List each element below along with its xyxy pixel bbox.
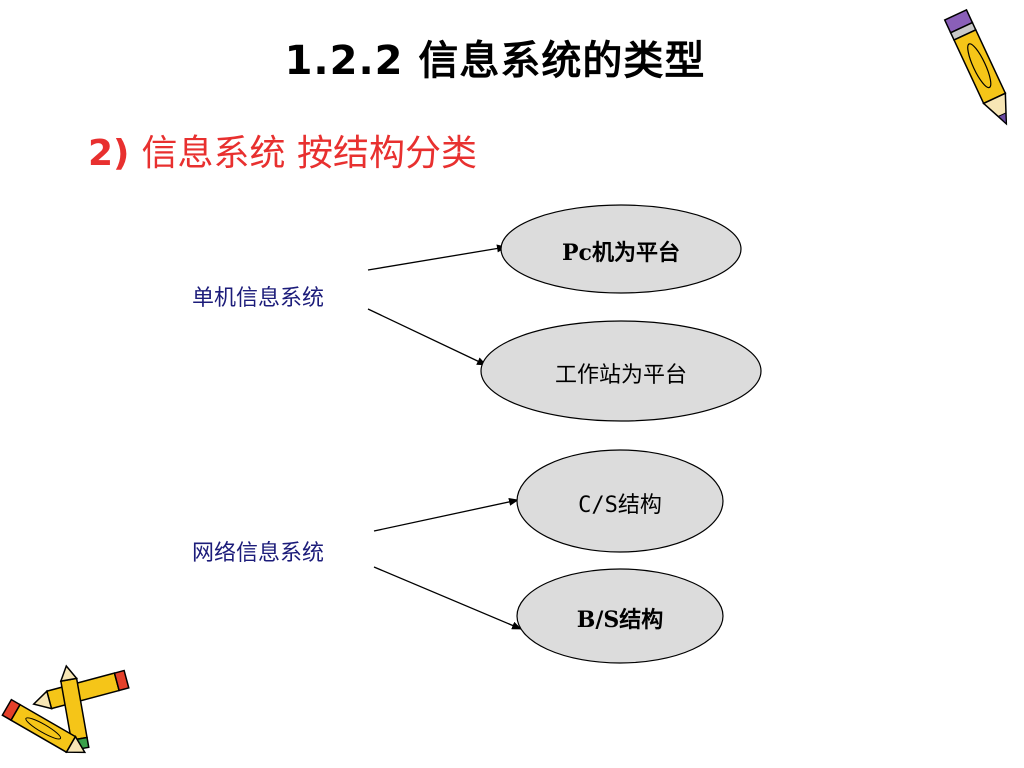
page-title: 1.2.2 信息系统的类型 (284, 38, 706, 84)
group-label-standalone: 单机信息系统 (192, 286, 325, 311)
section-number: 2) (88, 133, 130, 174)
connector-arrow (373, 566, 522, 630)
pencils-icon (1, 664, 130, 754)
section-text: 信息系统 按结构分类 (141, 133, 477, 174)
node-ellipse (480, 320, 762, 422)
connector-arrow (373, 497, 519, 532)
group-label-network: 网络信息系统 (192, 541, 325, 566)
node-ellipse (500, 204, 742, 294)
node-ellipse (516, 568, 724, 664)
connector-arrow (367, 244, 507, 271)
node-label-pc-platform: Pc机为平台 (562, 240, 680, 266)
node-label-workstation-platform: 工作站为平台 (554, 363, 687, 388)
connector-arrow (367, 308, 487, 366)
node-label-bs-structure: B/S结构 (576, 607, 664, 633)
node-ellipse (516, 449, 724, 553)
section-heading: 2) 信息系统 按结构分类 (88, 124, 477, 176)
node-label-cs-structure: C/S结构 (578, 493, 662, 518)
pencil-icon (943, 8, 1008, 126)
